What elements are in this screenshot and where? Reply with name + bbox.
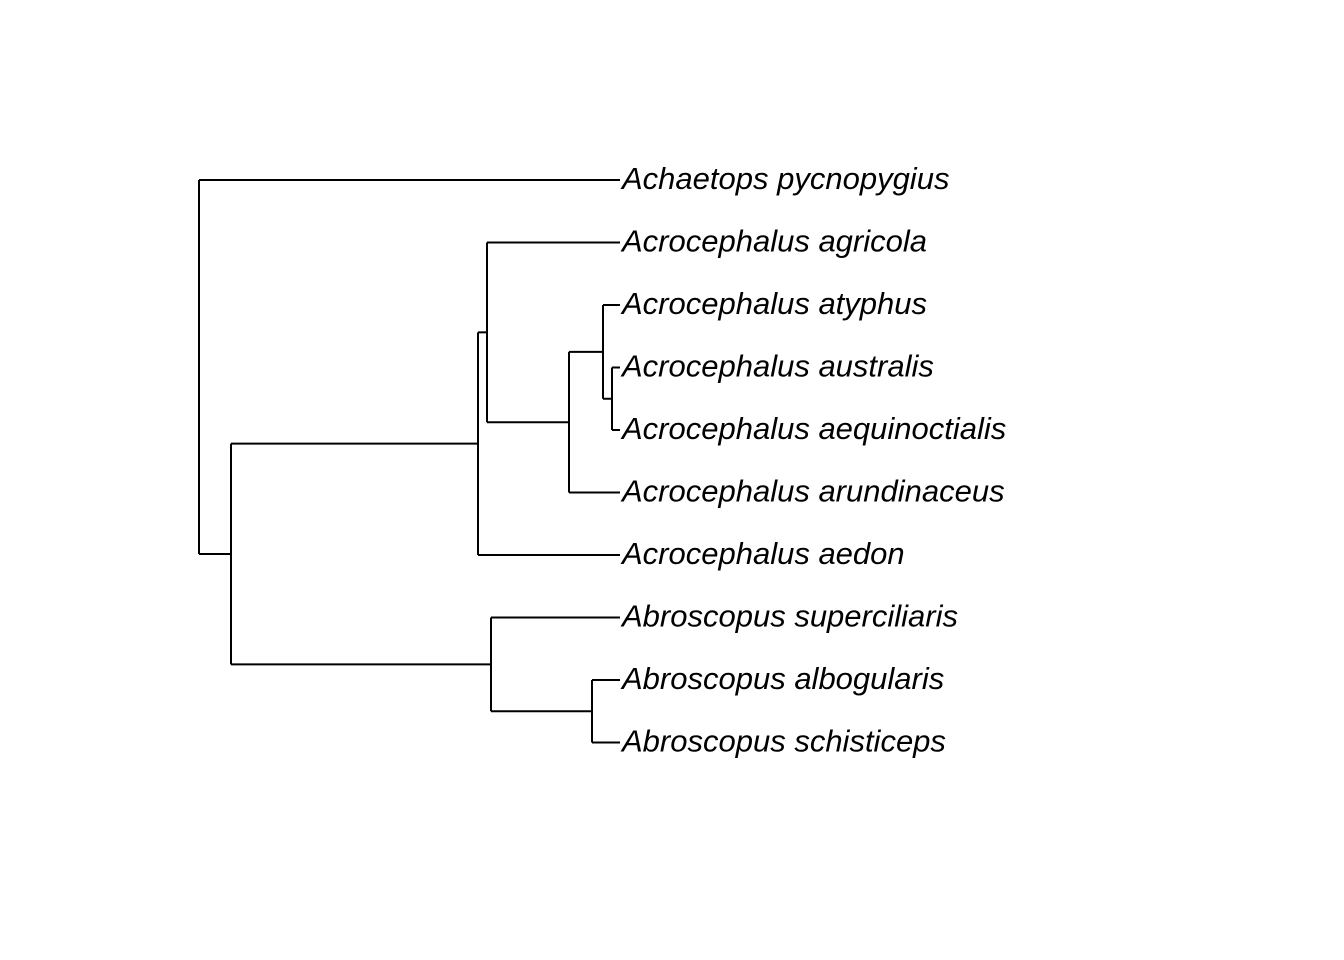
tip-label-t7: Acrocephalus aedon xyxy=(620,536,905,571)
tip-label-t6: Acrocephalus arundinaceus xyxy=(620,474,1005,509)
tip-label-t8: Abroscopus superciliaris xyxy=(620,599,958,634)
tip-label-t1: Achaetops pycnopygius xyxy=(620,161,949,196)
tip-label-t5: Acrocephalus aequinoctialis xyxy=(620,411,1006,446)
tip-label-t2: Acrocephalus agricola xyxy=(620,224,927,259)
tip-label-t10: Abroscopus schisticeps xyxy=(620,724,946,759)
tip-label-t4: Acrocephalus australis xyxy=(620,349,934,384)
tip-label-t9: Abroscopus albogularis xyxy=(620,661,944,696)
tree-branches xyxy=(198,179,620,744)
tip-label-t3: Acrocephalus atyphus xyxy=(620,286,927,321)
